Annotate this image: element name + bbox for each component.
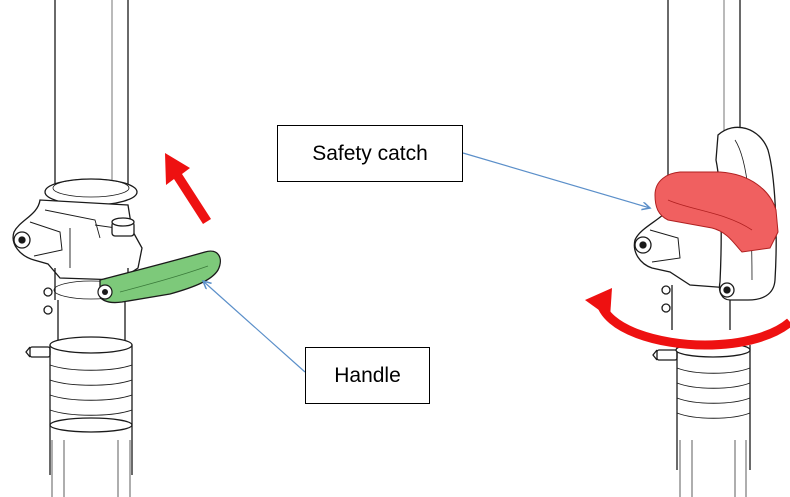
handle-label-text: Handle xyxy=(334,363,401,387)
curved-rotate-arrow-icon xyxy=(585,288,790,350)
safety-catch-callout-line xyxy=(462,152,650,208)
handle-callout-line xyxy=(203,281,306,373)
handle-label: Handle xyxy=(305,347,430,404)
handle-lever xyxy=(97,250,221,304)
up-right-arrow-icon xyxy=(165,153,211,224)
left-pole-assembly xyxy=(12,0,143,497)
safety-catch-label: Safety catch xyxy=(277,125,463,182)
safety-catch-part xyxy=(654,171,779,253)
safety-catch-label-text: Safety catch xyxy=(312,141,428,165)
